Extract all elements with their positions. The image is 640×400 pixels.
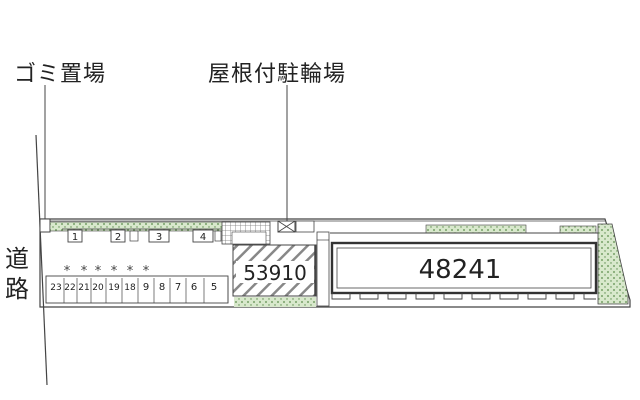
space-number: 21 [78, 283, 89, 293]
space-number: 9 [143, 282, 149, 293]
building-number: 53910 [243, 261, 307, 285]
asterisk-mark: * [111, 264, 118, 279]
space-number: 1 [72, 232, 78, 243]
bottom-parking-row: 23 22 21 20 19 18 9 8 7 6 5 [45, 275, 229, 304]
garbage-box [39, 218, 51, 233]
space-number: 2 [115, 232, 121, 243]
space-number: 3 [156, 232, 162, 243]
space-number: 18 [124, 283, 136, 293]
asterisk-mark: * [143, 264, 150, 279]
asterisk-mark: * [95, 264, 102, 279]
space-number: 22 [64, 283, 75, 293]
road-label: 道 路 [4, 244, 30, 304]
space-number: 5 [211, 282, 217, 293]
site-outline [39, 218, 631, 308]
space-number: 7 [175, 282, 181, 293]
top-space-4: 4 [192, 229, 214, 243]
road-char-2: 路 [5, 275, 29, 303]
space-number: 23 [50, 283, 61, 293]
garbage-area-label: ゴミ置場 [14, 62, 107, 87]
space-number: 20 [92, 283, 104, 293]
space-number: 4 [200, 232, 206, 243]
top-space-2: 2 [110, 229, 126, 243]
building-53910: 53910 [232, 244, 317, 307]
top-space-3: 3 [148, 229, 170, 243]
green-strip-top [425, 224, 527, 234]
asterisk-mark: * [81, 264, 88, 279]
covered-bicycle-parking-label: 屋根付駐輪場 [208, 62, 347, 87]
space-number: 8 [159, 282, 165, 293]
asterisk-mark: * [64, 264, 71, 279]
asterisk-markers: * * * * * * [64, 264, 150, 279]
asterisk-mark: * [127, 264, 134, 279]
space-number: 19 [108, 283, 120, 293]
space-number: 6 [191, 282, 197, 293]
building-number: 48241 [419, 255, 502, 285]
road-char-1: 道 [5, 245, 29, 273]
building-48241: 48241 [330, 241, 598, 300]
top-space-1: 1 [67, 229, 83, 243]
green-area-right [597, 223, 629, 305]
road-boundary-line [35, 134, 48, 386]
